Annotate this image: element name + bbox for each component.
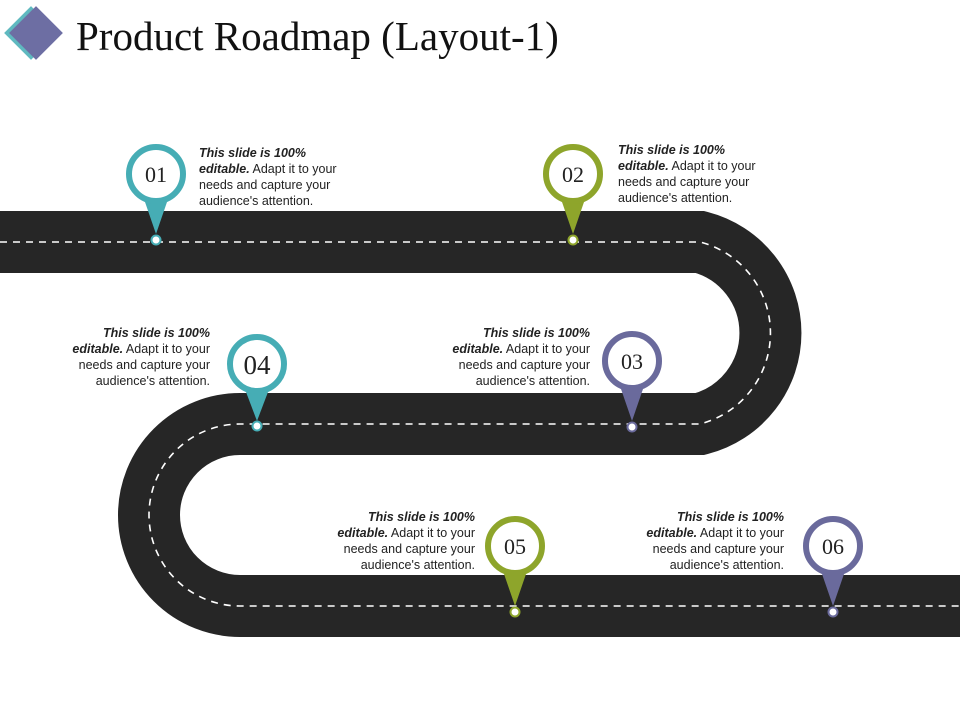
pin-number: 06 — [822, 534, 844, 559]
road — [0, 211, 960, 637]
pin-stem — [504, 574, 526, 606]
milestone-marker-05: 05 — [485, 516, 545, 618]
milestone-description-06: This slide is 100% editable. Adapt it to… — [624, 509, 784, 573]
pin-stem — [145, 202, 167, 234]
description-bold: This slide is 100% editable. — [337, 510, 475, 540]
description-bold: This slide is 100% editable. — [646, 510, 784, 540]
pin-number: 02 — [562, 162, 584, 187]
description-text: Adapt it to your needs and capture your … — [618, 159, 756, 205]
description-text: Adapt it to your needs and capture your … — [343, 526, 475, 572]
pin-stem — [562, 202, 584, 234]
pin-base-dot — [251, 420, 263, 432]
description-bold: This slide is 100% editable. — [618, 143, 725, 173]
pin-number: 04 — [244, 350, 272, 380]
description-text: Adapt it to your needs and capture your … — [78, 342, 210, 388]
pin-base-dot — [509, 606, 521, 618]
milestone-marker-06: 06 — [803, 516, 863, 618]
description-bold: This slide is 100% editable. — [452, 326, 590, 356]
milestone-description-04: This slide is 100% editable. Adapt it to… — [50, 325, 210, 389]
description-text: Adapt it to your needs and capture your … — [458, 342, 590, 388]
pin-stem — [246, 392, 268, 421]
milestone-description-01: This slide is 100% editable. Adapt it to… — [199, 145, 359, 209]
description-text: Adapt it to your needs and capture your … — [652, 526, 784, 572]
page-title: Product Roadmap (Layout-1) — [76, 13, 559, 59]
pin-ring — [803, 516, 863, 576]
road-center-dashes — [0, 241, 960, 607]
milestone-description-03: This slide is 100% editable. Adapt it to… — [430, 325, 590, 389]
pin-number: 05 — [504, 534, 526, 559]
pin-number: 03 — [621, 349, 643, 374]
pin-ring — [543, 144, 603, 204]
pin-ring — [485, 516, 545, 576]
pin-base-dot — [567, 234, 579, 246]
pin-stem — [822, 574, 844, 606]
milestone-marker-01: 01 — [126, 144, 186, 246]
milestone-description-02: This slide is 100% editable. Adapt it to… — [618, 142, 778, 206]
milestone-marker-03: 03 — [602, 331, 662, 433]
title-diamond-icon — [4, 6, 63, 60]
milestone-description-05: This slide is 100% editable. Adapt it to… — [315, 509, 475, 573]
pin-ring — [126, 144, 186, 204]
pin-number: 01 — [145, 162, 167, 187]
pin-ring — [227, 334, 287, 394]
pin-base-dot — [827, 606, 839, 618]
milestone-marker-02: 02 — [543, 144, 603, 246]
pin-base-dot — [626, 421, 638, 433]
pin-ring — [602, 331, 662, 391]
description-text: Adapt it to your needs and capture your … — [199, 162, 337, 208]
description-bold: This slide is 100% editable. — [199, 146, 306, 176]
pin-base-dot — [150, 234, 162, 246]
description-bold: This slide is 100% editable. — [72, 326, 210, 356]
pin-stem — [621, 389, 643, 421]
milestone-marker-04: 04 — [227, 334, 287, 432]
